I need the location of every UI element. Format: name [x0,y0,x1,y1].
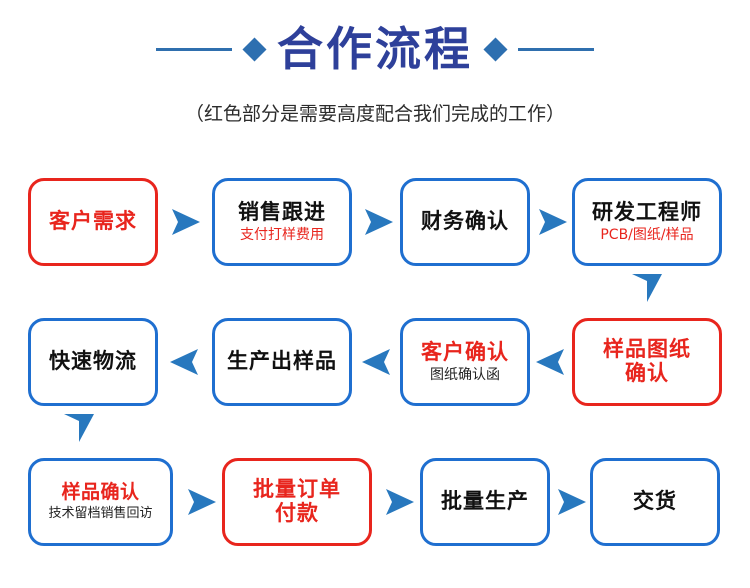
flow-node-title: 样品图纸 确认 [603,337,691,385]
arrow-left-icon-r2-1 [168,347,200,377]
arrow-left-icon-r2-3 [534,347,566,377]
flow-node-r2c3[interactable]: 客户确认 图纸确认函 [400,318,530,406]
flow-node-r1c1[interactable]: 客户需求 [28,178,158,266]
flow-diagram: 客户需求 销售跟进 支付打样费用 财务确认 研发工程师 PCB/图纸/样品 快速… [0,150,750,588]
arrow-down-icon-col1 [62,412,96,444]
flow-node-r3c1[interactable]: 样品确认 技术留档销售回访 [28,458,173,546]
flow-node-subtitle: PCB/图纸/样品 [600,227,694,244]
flow-node-title: 财务确认 [421,209,509,234]
flow-node-title: 销售跟进 [238,199,326,224]
flow-node-subtitle: 技术留档销售回访 [48,506,153,522]
flow-node-r3c2[interactable]: 批量订单 付款 [222,458,372,546]
arrow-right-icon-r3-3 [556,487,588,517]
flow-node-title: 研发工程师 [592,199,702,224]
flow-node-title: 批量订单 付款 [253,477,341,525]
flow-node-r3c3[interactable]: 批量生产 [420,458,550,546]
arrow-right-icon-r1-2 [363,207,395,237]
arrow-down-icon-col4 [630,272,664,304]
flow-node-subtitle: 图纸确认函 [430,367,500,384]
arrow-right-icon-r3-1 [186,487,218,517]
flow-node-title: 快速物流 [49,349,137,374]
flow-node-title: 客户需求 [49,209,137,234]
page-header: 合作流程 （红色部分是需要高度配合我们完成的工作） [0,0,750,150]
flow-node-r1c2[interactable]: 销售跟进 支付打样费用 [212,178,352,266]
arrow-right-icon-r3-2 [384,487,416,517]
flow-node-r2c2[interactable]: 生产出样品 [212,318,352,406]
page-subtitle: （红色部分是需要高度配合我们完成的工作） [184,103,565,125]
flow-node-title: 生产出样品 [227,349,337,374]
arrow-right-icon-r1-1 [170,207,202,237]
flow-node-title: 批量生产 [441,489,529,514]
page-title: 合作流程 [277,22,473,76]
flow-node-r1c3[interactable]: 财务确认 [400,178,530,266]
arrow-left-icon-r2-2 [360,347,392,377]
flow-node-title: 客户确认 [421,339,509,364]
left-rule-icon [156,47,232,51]
flow-node-r2c4[interactable]: 样品图纸 确认 [572,318,722,406]
flow-node-title: 交货 [633,489,677,514]
flow-node-r2c1[interactable]: 快速物流 [28,318,158,406]
flow-node-subtitle: 支付打样费用 [240,227,324,244]
right-rule-icon [518,47,594,51]
flow-node-r3c4[interactable]: 交货 [590,458,720,546]
right-diamond-icon [483,36,508,62]
flow-node-title: 样品确认 [61,481,140,504]
left-diamond-icon [242,36,267,62]
arrow-right-icon-r1-3 [537,207,569,237]
title-decoration-row: 合作流程 [0,26,750,72]
flow-node-r1c4[interactable]: 研发工程师 PCB/图纸/样品 [572,178,722,266]
